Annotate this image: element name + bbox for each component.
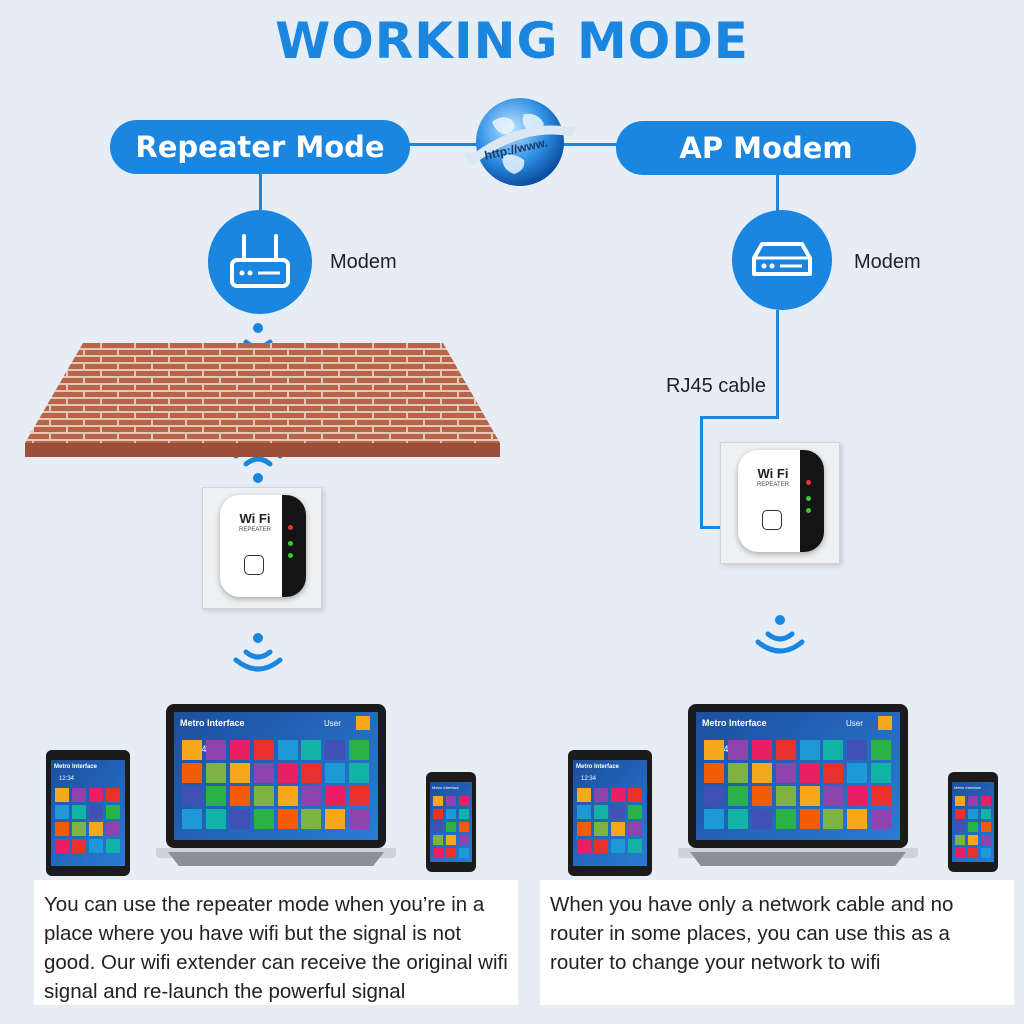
right-description: When you have only a network cable and n…: [540, 880, 1014, 1005]
brand-text: Wi Fi: [239, 511, 271, 526]
laptop-screen-user: User: [324, 719, 341, 728]
laptop-icon: Metro InterfaceUser12:24: [156, 704, 396, 874]
left-modem-label: Modem: [330, 251, 397, 273]
rj45-cable-line: [776, 310, 779, 418]
wifi-signal-icon: [228, 630, 288, 685]
phone-icon: Metro Interface: [948, 772, 998, 872]
rj45-cable-down: [700, 416, 703, 528]
wps-button-icon: [244, 555, 264, 575]
laptop-screen-title: Metro Interface: [180, 718, 245, 728]
left-description: You can use the repeater mode when you’r…: [34, 880, 518, 1005]
rj45-cable-horizontal: [700, 416, 779, 419]
wifi-repeater-device: Wi Fi REPEATER: [720, 442, 840, 564]
tablet-screen-time: 12:34: [581, 776, 597, 782]
device-group: Metro InterfaceUser12:24Metro Interface1…: [558, 700, 1024, 880]
router-icon: [208, 210, 312, 314]
phone-screen-title: Metro Interface: [432, 785, 459, 790]
ap-modem-label: AP Modem: [616, 121, 916, 175]
repeater-mode-label: Repeater Mode: [110, 120, 410, 174]
device-group: Metro InterfaceUser12:24Metro Interface1…: [36, 700, 516, 880]
tablet-screen-title: Metro Interface: [576, 764, 620, 770]
globe-icon: http://www.: [462, 92, 578, 192]
laptop-icon: Metro InterfaceUser12:24: [678, 704, 918, 874]
phone-icon: Metro Interface: [426, 772, 476, 872]
right-modem-label: Modem: [854, 251, 921, 273]
tablet-icon: Metro Interface 12:34: [46, 750, 130, 876]
page-title: WORKING MODE: [275, 12, 749, 70]
brand-subtext: REPEATER: [757, 482, 789, 488]
laptop-screen-title: Metro Interface: [702, 718, 767, 728]
tablet-screen-time: 12:34: [59, 776, 75, 782]
laptop-screen-user: User: [846, 719, 863, 728]
right-vertical-line: [776, 175, 779, 215]
wifi-repeater-device: Wi Fi REPEATER: [202, 487, 322, 609]
left-vertical-line: [259, 174, 262, 214]
phone-screen-title: Metro Interface: [954, 785, 981, 790]
wifi-signal-icon: [750, 612, 810, 667]
rj45-cable-label: RJ45 cable: [664, 375, 769, 398]
tablet-icon: Metro Interface 12:34: [568, 750, 652, 876]
brand-subtext: REPEATER: [239, 527, 271, 533]
modem-icon: [732, 210, 832, 310]
brand-text: Wi Fi: [757, 466, 789, 481]
wps-button-icon: [762, 510, 782, 530]
tablet-screen-title: Metro Interface: [54, 764, 98, 770]
brick-wall: [25, 343, 500, 463]
